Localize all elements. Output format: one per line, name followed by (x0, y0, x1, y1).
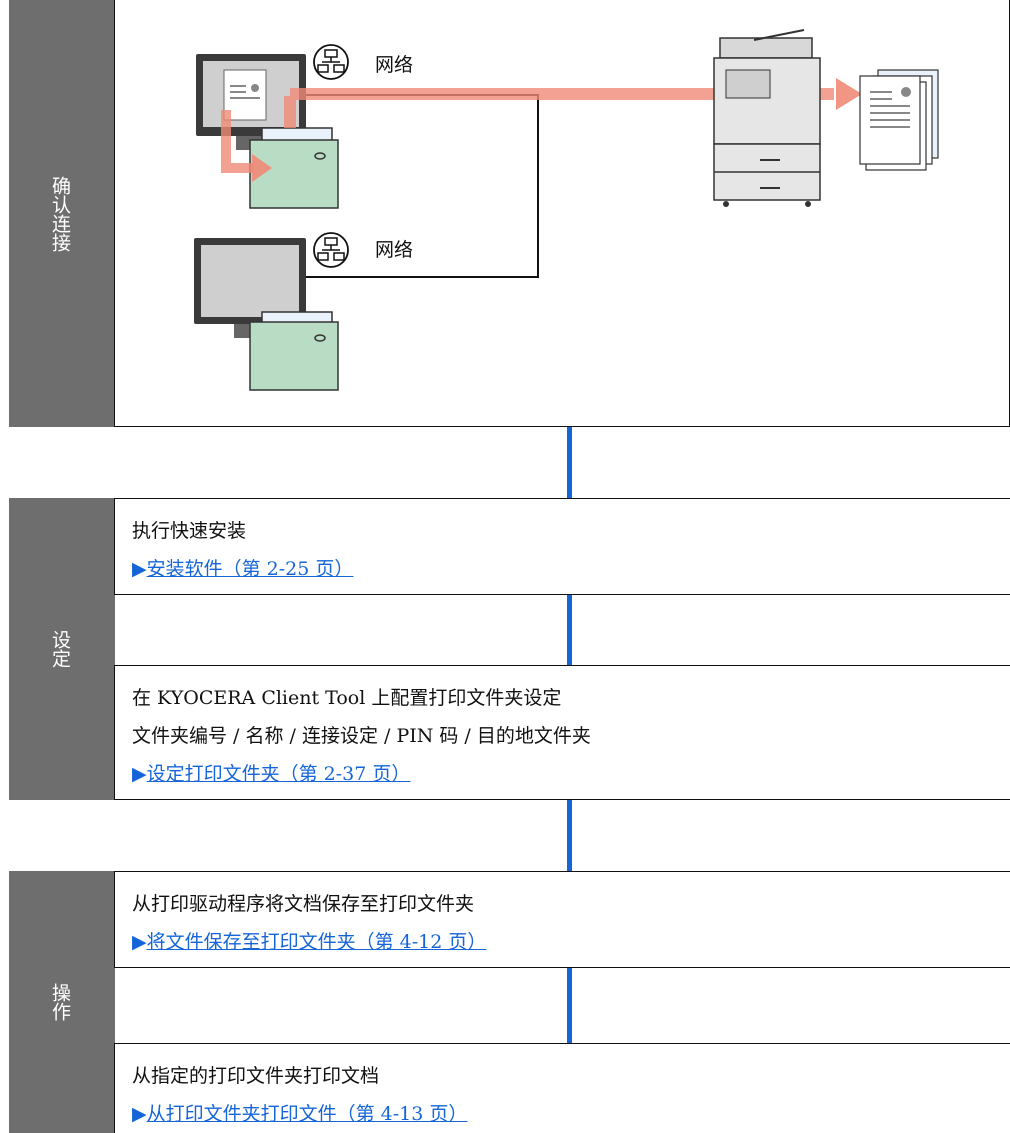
setup-step1-box (114, 498, 1010, 595)
printer-icon (713, 29, 821, 207)
network-label-top: 网络 (375, 54, 414, 76)
setup-step2-box (114, 665, 1010, 800)
operate-step1-link-row: ▶将文件保存至打印文件夹（第 4-12 页） (132, 927, 486, 954)
operate-step1-title: 从打印驱动程序将文档保存至打印文件夹 (132, 893, 475, 915)
connector-line (567, 427, 572, 498)
printed-documents-icon (859, 69, 939, 171)
setup-step1-link-row: ▶安装软件（第 2-25 页） (132, 554, 353, 581)
arrow-right-icon: ▶ (132, 1103, 147, 1125)
link-install-software[interactable]: 安装软件（第 2-25 页） (146, 558, 354, 580)
flow-arrowhead-printer (836, 78, 862, 110)
setup-step2-title: 在 KYOCERA Client Tool 上配置打印文件夹设定 (132, 687, 562, 709)
network-icon-bottom (313, 232, 349, 268)
document-box-bottom-icon (249, 311, 339, 391)
link-print-from-folder[interactable]: 从打印文件夹打印文件（第 4-13 页） (146, 1103, 468, 1125)
setup-step2-detail: 文件夹编号 / 名称 / 连接设定 / PIN 码 / 目的地文件夹 (132, 725, 591, 747)
setup-step1-title: 执行快速安装 (132, 520, 247, 542)
link-set-print-folder[interactable]: 设定打印文件夹（第 2-37 页） (146, 763, 411, 785)
network-icon-top (313, 44, 349, 80)
network-label-bottom: 网络 (375, 239, 414, 261)
section-label-confirm: 确认连接 (49, 175, 71, 252)
connector-line (567, 968, 572, 1043)
sidebar-operate: 操作 (9, 871, 115, 1133)
connector-line (567, 595, 572, 665)
flow-arrowhead-local (252, 154, 272, 182)
section-label-setup: 设定 (49, 630, 71, 668)
arrow-right-icon: ▶ (132, 558, 147, 580)
operate-step1-box (114, 871, 1010, 968)
connection-diagram (194, 29, 939, 391)
connector-line (567, 800, 572, 871)
section-label-operate: 操作 (49, 983, 71, 1021)
operate-step2-link-row: ▶从打印文件夹打印文件（第 4-13 页） (132, 1099, 467, 1126)
setup-step2-link-row: ▶设定打印文件夹（第 2-37 页） (132, 759, 410, 786)
sidebar-confirm: 确认连接 (9, 0, 115, 427)
flow-arrow-local (221, 110, 254, 173)
arrow-right-icon: ▶ (132, 763, 147, 785)
operate-step2-box (114, 1043, 1010, 1133)
document-box-top-icon (249, 127, 339, 209)
operate-step2-title: 从指定的打印文件夹打印文档 (132, 1065, 380, 1087)
link-save-to-print-folder[interactable]: 将文件保存至打印文件夹（第 4-12 页） (146, 931, 487, 953)
sidebar-setup: 设定 (9, 498, 115, 800)
arrow-right-icon: ▶ (132, 931, 147, 953)
computer-bottom-icon (194, 238, 306, 338)
